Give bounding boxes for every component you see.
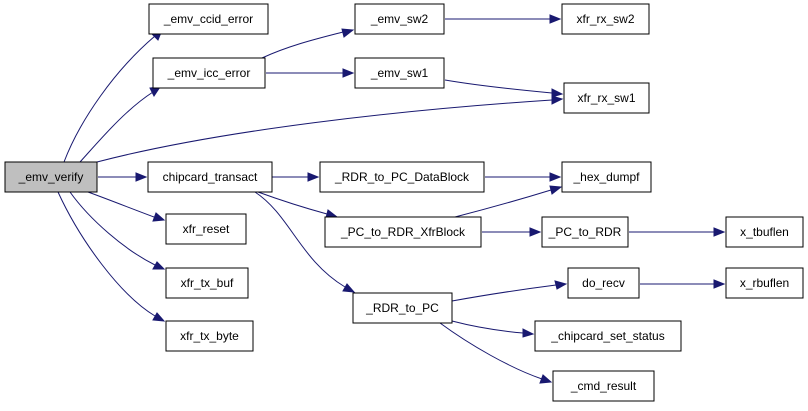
node-emv-sw1[interactable]: _emv_sw1	[354, 57, 445, 89]
node-cmd-result[interactable]: _cmd_result	[552, 370, 655, 402]
node-emv-verify[interactable]: _emv_verify	[4, 161, 98, 193]
node-x-rbuflen[interactable]: x_rbuflen	[725, 267, 804, 299]
node-rdr-to-pc-datablock[interactable]: _RDR_to_PC_DataBlock	[319, 161, 485, 193]
edge-rdr-to-pc-to-chipcard-set-status	[451, 320, 535, 338]
node-xfr-rx-sw2[interactable]: xfr_rx_sw2	[561, 3, 650, 35]
edge-emv-verify-to-chipcard-transact	[98, 172, 148, 182]
edge-chipcard-transact-to-rdr-to-pc	[254, 191, 356, 293]
node-pc-to-rdr[interactable]: _PC_to_RDR	[541, 216, 629, 248]
edge-rdr-to-pc-to-cmd-result	[439, 322, 553, 384]
node-label: _cmd_result	[570, 379, 637, 393]
node-rdr-to-pc[interactable]: _RDR_to_PC	[352, 292, 453, 324]
node-label: _chipcard_set_status	[550, 329, 664, 343]
edge-emv-verify-to-xfr-tx-buf	[69, 191, 166, 270]
edge-pc-to-rdr-to-x-tbuflen	[629, 227, 726, 237]
edge-pc-to-rdr-xfrblock-to-pc-to-rdr	[482, 227, 542, 237]
node-emv-icc-error[interactable]: _emv_icc_error	[152, 57, 266, 89]
node-label: xfr_tx_byte	[180, 329, 239, 343]
node-emv-ccid-error[interactable]: _emv_ccid_error	[148, 3, 269, 35]
node-label: _emv_ccid_error	[163, 12, 253, 26]
node-label: _RDR_to_PC_DataBlock	[334, 170, 470, 184]
nodes-layer: _emv_verify _emv_ccid_error _emv_icc_err…	[4, 3, 804, 402]
node-xfr-rx-sw1[interactable]: xfr_rx_sw1	[563, 82, 650, 114]
edge-emv-icc-error-to-emv-sw1	[266, 68, 355, 78]
node-chipcard-transact[interactable]: chipcard_transact	[147, 161, 273, 193]
node-xfr-tx-byte[interactable]: xfr_tx_byte	[165, 320, 254, 352]
edge-emv-verify-to-emv-icc-error	[79, 86, 162, 163]
node-emv-sw2[interactable]: _emv_sw2	[354, 3, 445, 35]
edge-do-recv-to-x-rbuflen	[640, 279, 726, 289]
edge-emv-icc-error-to-emv-sw2	[261, 28, 355, 59]
node-label: xfr_reset	[183, 222, 230, 236]
edge-emv-sw2-to-xfr-rx-sw2	[445, 14, 562, 24]
edge-rdr-to-pc-to-do-recv	[451, 280, 568, 302]
edge-pc-to-rdr-xfrblock-to-hex-dumpf	[454, 185, 563, 218]
edge-emv-verify-to-xfr-tx-byte	[57, 191, 166, 322]
node-label: x_tbuflen	[740, 225, 789, 239]
node-label: do_recv	[582, 276, 625, 290]
node-xfr-reset[interactable]: xfr_reset	[165, 213, 247, 245]
node-label: _RDR_to_PC	[365, 301, 439, 315]
edge-chipcard-transact-to-rdr-to-pc-datablock	[272, 172, 320, 182]
node-label: _emv_icc_error	[167, 66, 251, 80]
edge-emv-verify-to-xfr-reset	[87, 191, 166, 222]
node-label: x_rbuflen	[740, 276, 789, 290]
node-label: _emv_sw1	[370, 66, 429, 80]
node-label: _hex_dumpf	[572, 170, 640, 184]
node-label: _PC_to_RDR	[548, 225, 622, 239]
edge-emv-sw1-to-xfr-rx-sw1	[444, 79, 564, 98]
node-chipcard-set-status[interactable]: _chipcard_set_status	[534, 320, 682, 352]
edge-emv-verify-to-xfr-rx-sw1	[96, 95, 564, 163]
node-label: _emv_verify	[18, 170, 84, 184]
node-label: chipcard_transact	[163, 170, 258, 184]
node-x-tbuflen[interactable]: x_tbuflen	[725, 216, 804, 248]
node-pc-to-rdr-xfrblock[interactable]: _PC_to_RDR_XfrBlock	[324, 216, 482, 248]
node-label: _PC_to_RDR_XfrBlock	[340, 225, 466, 239]
edge-rdr-to-pc-datablock-to-hex-dumpf	[485, 172, 562, 182]
node-label: xfr_rx_sw1	[577, 91, 635, 105]
node-label: _emv_sw2	[370, 12, 429, 26]
edges-layer	[57, 14, 726, 384]
node-do-recv[interactable]: do_recv	[567, 267, 640, 299]
node-hex-dumpf[interactable]: _hex_dumpf	[561, 161, 652, 193]
node-label: xfr_tx_buf	[181, 276, 234, 290]
node-xfr-tx-buf[interactable]: xfr_tx_buf	[165, 267, 249, 299]
node-label: xfr_rx_sw2	[576, 12, 634, 26]
